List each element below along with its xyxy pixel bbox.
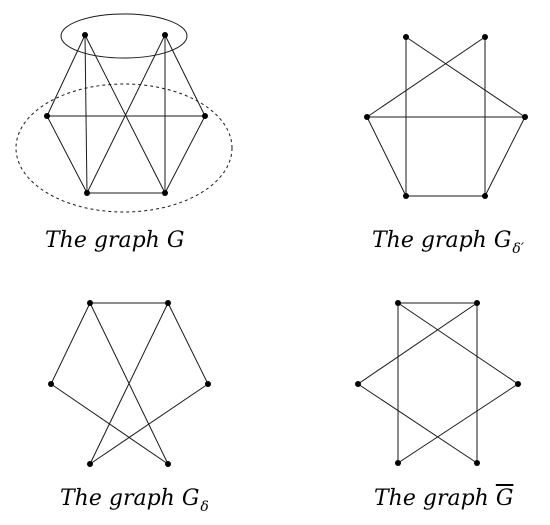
edge-2-4 (46, 115, 88, 194)
edge-0-2 (46, 34, 86, 117)
vertex-3 (205, 381, 211, 387)
graph-G-complement (355, 300, 521, 466)
caption-symbol: G (166, 228, 185, 253)
edge-1-3 (167, 302, 209, 385)
edge-1-3 (164, 34, 206, 117)
vertex-5 (165, 461, 171, 467)
vertex-set-oval-solid (60, 13, 188, 59)
vertex-1 (162, 32, 168, 38)
vertex-2 (48, 381, 54, 387)
vertex-3 (515, 381, 521, 387)
vertex-5 (474, 460, 480, 466)
edge-2-4 (366, 116, 407, 197)
caption-graph-G-complement: The graph G (374, 488, 513, 510)
vertex-4 (87, 461, 93, 467)
caption-text: The graph (60, 486, 182, 511)
vertex-0 (403, 34, 409, 40)
vertex-4 (395, 460, 401, 466)
vertex-1 (474, 300, 480, 306)
vertex-5 (482, 193, 488, 199)
vertex-1 (482, 34, 488, 40)
edge-0-3 (405, 36, 526, 118)
vertex-4 (403, 193, 409, 199)
caption-graph-G: The graph G (45, 230, 184, 252)
edge-2-5 (50, 383, 169, 465)
vertex-2 (364, 114, 370, 120)
vertex-0 (82, 32, 88, 38)
caption-graph-G-delta-prime: The graph Gδ′ (372, 228, 524, 257)
edge-0-3 (397, 302, 519, 385)
vertex-4 (84, 190, 90, 196)
graph-G-delta-prime (364, 34, 528, 199)
vertex-2 (355, 381, 361, 387)
vertex-3 (522, 114, 528, 120)
vertex-0 (87, 300, 93, 306)
vertex-1 (165, 300, 171, 306)
caption-text: The graph (374, 486, 496, 511)
vertex-5 (162, 190, 168, 196)
graph-G (15, 13, 233, 213)
edge-1-2 (357, 302, 478, 385)
edge-0-5 (84, 34, 166, 194)
caption-subscript: δ (200, 499, 209, 515)
edge-0-2 (50, 302, 91, 385)
edge-0-4 (84, 34, 88, 194)
edge-3-4 (89, 383, 209, 465)
edge-1-4 (89, 302, 169, 465)
graph-G-delta (48, 300, 211, 467)
edge-1-4 (86, 34, 166, 194)
vertex-0 (395, 300, 401, 306)
vertex-2 (44, 113, 50, 119)
caption-text: The graph (45, 228, 167, 253)
vertex-3 (202, 113, 208, 119)
caption-subscript: δ′ (512, 241, 525, 257)
vertex-set-oval-dashed (15, 83, 233, 213)
caption-graph-G-delta: The graph Gδ (60, 486, 209, 515)
edge-1-2 (366, 36, 486, 118)
edge-3-4 (397, 383, 519, 464)
caption-symbol: G (495, 486, 514, 511)
edge-3-5 (484, 116, 526, 197)
edge-3-5 (164, 115, 206, 194)
edge-2-5 (357, 383, 478, 464)
caption-text: The graph (372, 228, 494, 253)
caption-symbol: G (181, 486, 200, 511)
caption-symbol: G (493, 228, 512, 253)
